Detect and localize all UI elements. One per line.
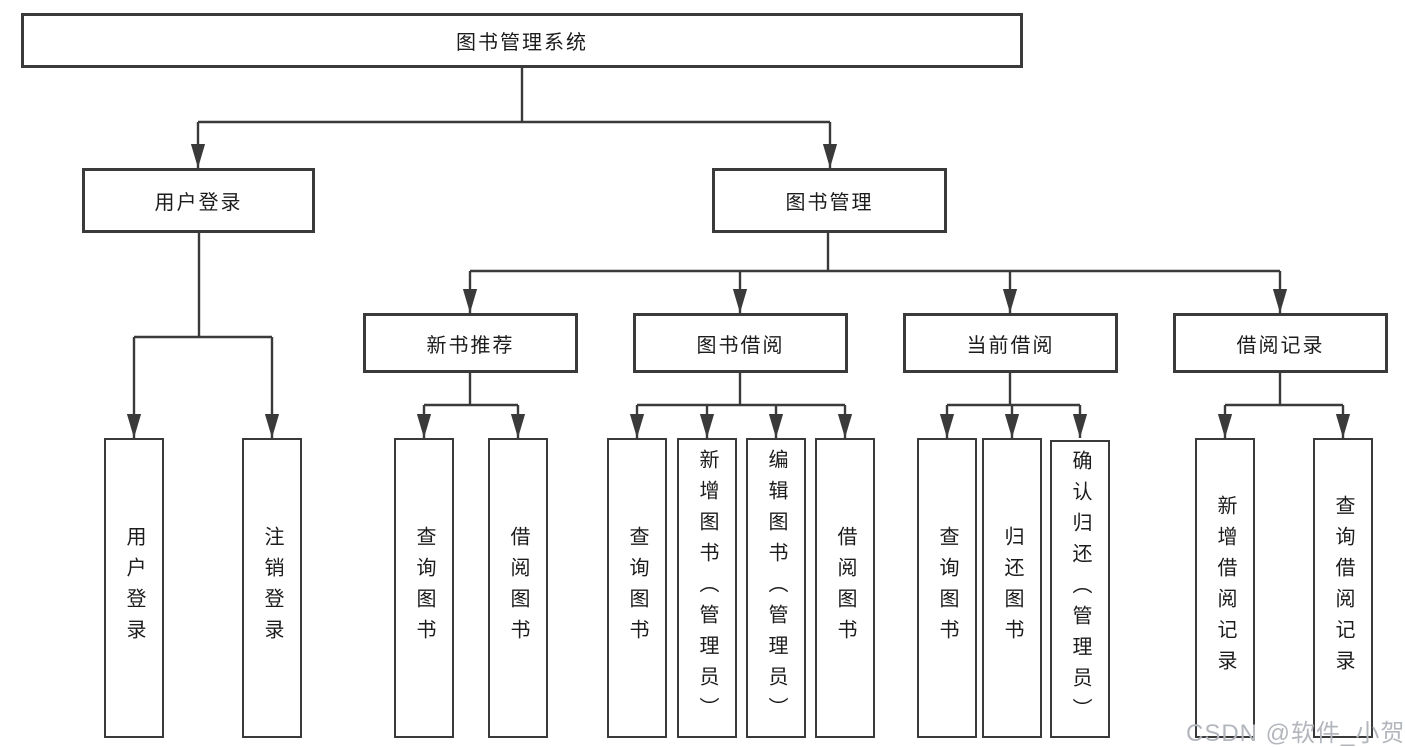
leaf-return-book: 归还图书 <box>982 438 1042 738</box>
connector-root-trunk <box>198 68 830 124</box>
node-current-borrow: 当前借阅 <box>903 313 1118 373</box>
node-user-login: 用户登录 <box>82 168 315 233</box>
leaf-logout-label: 注销登录 <box>261 526 283 650</box>
connector-book-borrow-trunk <box>637 373 845 407</box>
connector-current-borrow-trunk <box>947 373 1080 407</box>
leaf-query-book-2: 查询图书 <box>607 438 667 738</box>
leaf-confirm-return: 确认归还（管理员） <box>1050 440 1110 738</box>
leaf-borrow-book-2-label: 借阅图书 <box>834 526 856 650</box>
node-book-mgmt-label: 图书管理 <box>785 192 874 214</box>
leaf-query-borrow-record-label: 查询借阅记录 <box>1332 495 1354 681</box>
leaf-edit-book: 编辑图书（管理员） <box>746 438 806 738</box>
leaf-user-login-label: 用户登录 <box>123 526 145 650</box>
node-book-borrow-label: 图书借阅 <box>696 334 785 357</box>
leaf-query-book-3-label: 查询图书 <box>936 526 958 650</box>
leaf-user-login: 用户登录 <box>104 438 164 738</box>
leaf-borrow-book-1-label: 借阅图书 <box>507 526 529 650</box>
node-root: 图书管理系统 <box>21 13 1023 68</box>
node-new-book-rec-label: 新书推荐 <box>426 334 515 357</box>
leaf-logout: 注销登录 <box>242 438 302 738</box>
node-current-borrow-label: 当前借阅 <box>966 334 1055 357</box>
node-borrow-record: 借阅记录 <box>1173 313 1388 373</box>
leaf-add-book: 新增图书（管理员） <box>677 438 737 738</box>
node-new-book-rec: 新书推荐 <box>363 313 578 373</box>
leaf-borrow-book-2: 借阅图书 <box>815 438 875 738</box>
connector-user-login-trunk <box>134 233 272 339</box>
connector-borrow-record-trunk <box>1225 373 1343 407</box>
leaf-query-book-1-label: 查询图书 <box>413 526 435 650</box>
leaf-query-borrow-record: 查询借阅记录 <box>1313 438 1373 738</box>
csdn-watermark: CSDN @软件_小贺同学 <box>1186 720 1405 747</box>
leaf-confirm-return-label: 确认归还（管理员） <box>1069 449 1091 729</box>
node-user-login-label: 用户登录 <box>154 192 243 214</box>
leaf-return-book-label: 归还图书 <box>1001 526 1023 650</box>
connector-book-mgmt-trunk <box>470 233 1280 273</box>
node-borrow-record-label: 借阅记录 <box>1236 334 1325 357</box>
leaf-edit-book-label: 编辑图书（管理员） <box>765 448 787 728</box>
leaf-add-borrow-record-label: 新增借阅记录 <box>1214 495 1236 681</box>
node-root-label: 图书管理系统 <box>456 32 588 54</box>
leaf-borrow-book-1: 借阅图书 <box>488 438 548 738</box>
leaf-add-borrow-record: 新增借阅记录 <box>1195 438 1255 738</box>
leaf-query-book-1: 查询图书 <box>394 438 454 738</box>
node-book-mgmt: 图书管理 <box>712 168 947 233</box>
leaf-query-book-3: 查询图书 <box>917 438 977 738</box>
leaf-query-book-2-label: 查询图书 <box>626 526 648 650</box>
node-book-borrow: 图书借阅 <box>633 313 848 373</box>
leaf-add-book-label: 新增图书（管理员） <box>696 448 718 728</box>
connector-new-book-rec-trunk <box>424 373 518 407</box>
